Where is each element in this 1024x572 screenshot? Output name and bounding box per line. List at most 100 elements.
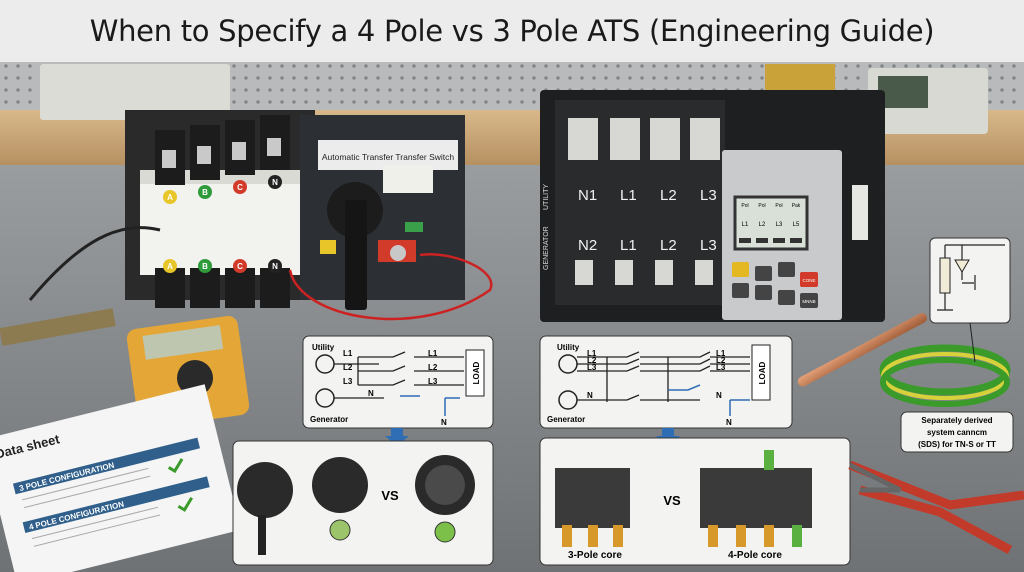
lcd-column-label: Pol [758, 203, 765, 209]
line-out-label: L3 [716, 363, 726, 372]
terminal-label: C [237, 183, 243, 192]
key-lock-icon [390, 245, 406, 261]
line-out-label: L2 [428, 363, 438, 372]
lcd-column-label: Pol [741, 203, 748, 209]
lcd-line-label: L3 [776, 222, 783, 228]
terminal-badge [268, 259, 282, 273]
line-out-label: L1 [428, 349, 438, 358]
line-out-label: L2 [716, 356, 726, 365]
down-button-1[interactable] [755, 285, 772, 300]
ground-icon [329, 519, 351, 541]
lcd-line-label: L1 [742, 222, 749, 228]
plugs-panel: VS [232, 440, 494, 566]
terminal-badge [163, 259, 177, 273]
vs-label: VS [381, 488, 399, 503]
lcd-bar [739, 238, 751, 243]
neutral-out-label: N [441, 418, 447, 427]
terminal-badge [233, 180, 247, 194]
utility-label: Utility [557, 343, 580, 352]
cone-button-label: CONE [802, 278, 815, 283]
line-in-label: L2 [343, 363, 353, 372]
lcd-bar [773, 238, 785, 243]
terminal-label: L2 [660, 237, 677, 254]
terminal-label: L3 [700, 237, 717, 254]
sds-caption: Separately derived system canncm (SDS) f… [900, 411, 1014, 453]
utility-side-label: UTILITY [543, 184, 550, 210]
terminal-label: B [202, 262, 208, 271]
terminal-label: C [237, 262, 243, 271]
terminal-label: N2 [578, 237, 597, 254]
neutral-label: N [587, 391, 593, 400]
load-label: LOAD [758, 361, 767, 384]
cone-button[interactable] [800, 272, 818, 287]
transfer-handle[interactable] [345, 200, 367, 310]
generator-label: Generator [547, 415, 585, 424]
check-icon [167, 458, 194, 512]
sds-schematic [929, 237, 1011, 363]
line-in-label: L3 [343, 377, 353, 386]
4-pole-core-label: 4-Pole core [728, 550, 782, 561]
wall-panel [40, 64, 230, 120]
lcd-bar [756, 238, 768, 243]
line-out-label: L3 [428, 377, 438, 386]
terminal-badge [198, 259, 212, 273]
terminal-label: N [272, 178, 278, 187]
copper-ground-rod [797, 313, 928, 387]
neutral-label: N [368, 389, 374, 398]
cores-panel: VS 3-Pole core 4-Pole core [539, 437, 851, 566]
lcd-line-label: L5 [793, 222, 800, 228]
ats-label-plate: Automatic Transfer Transfer Switch [322, 152, 455, 162]
bus-bar [0, 308, 116, 346]
terminal-label: A [167, 262, 173, 271]
page-title: When to Specify a 4 Pole vs 3 Pole ATS (… [89, 14, 935, 48]
terminal-label: A [167, 193, 173, 202]
line-in-label: L1 [343, 349, 353, 358]
arrow-down-icon [656, 428, 680, 446]
line-in-label: L1 [587, 349, 597, 358]
lcd-column-label: Pak [792, 203, 801, 209]
neutral-out-label: N [716, 391, 722, 400]
load-label: LOAD [472, 361, 481, 384]
sds-caption-line: Separately derived [921, 416, 992, 425]
generator-label: Generator [310, 415, 348, 424]
line-in-label: L2 [587, 356, 597, 365]
title-bar: When to Specify a 4 Pole vs 3 Pole ATS (… [0, 0, 1024, 62]
mnnb-button-label: MNNB [802, 299, 815, 304]
ground-icon [434, 521, 456, 543]
terminal-badge [163, 190, 177, 204]
up-button-1[interactable] [755, 266, 772, 281]
terminal-label: L1 [620, 187, 637, 204]
terminal-badge [198, 185, 212, 199]
datasheet: Data sheet 3 POLE CONFIGURATION 4 POLE C… [0, 384, 241, 572]
vs-label: VS [663, 493, 681, 508]
green-yellow-cable [879, 344, 1011, 407]
terminal-label: L3 [700, 187, 717, 204]
down-button-2[interactable] [778, 290, 795, 305]
neutral-out-label: N [726, 418, 732, 427]
terminal-label: N [272, 262, 278, 271]
utility-label: Utility [312, 343, 335, 352]
3-pole-plug [237, 462, 293, 518]
generator-side-label: GENERATOR [543, 226, 550, 270]
3-pole-core-label: 3-Pole core [568, 550, 622, 561]
terminal-label: N1 [578, 187, 597, 204]
terminal-badge [268, 175, 282, 189]
sds-caption-line: system canncm [927, 428, 987, 437]
lcd-bar [790, 238, 802, 243]
lcd-line-label: L2 [759, 222, 766, 228]
mnnb-button[interactable] [800, 293, 818, 308]
3-pole-receptacle [312, 457, 368, 513]
power-button[interactable] [732, 262, 749, 277]
line-out-label: L1 [716, 349, 726, 358]
lcd-column-label: Pol [775, 203, 782, 209]
sds-caption-line: (SDS) for TN-S or TT [918, 440, 996, 449]
up-button-2[interactable] [778, 262, 795, 277]
arrow-down-icon [385, 428, 409, 446]
left-button[interactable] [732, 283, 749, 298]
terminal-label: L2 [660, 187, 677, 204]
